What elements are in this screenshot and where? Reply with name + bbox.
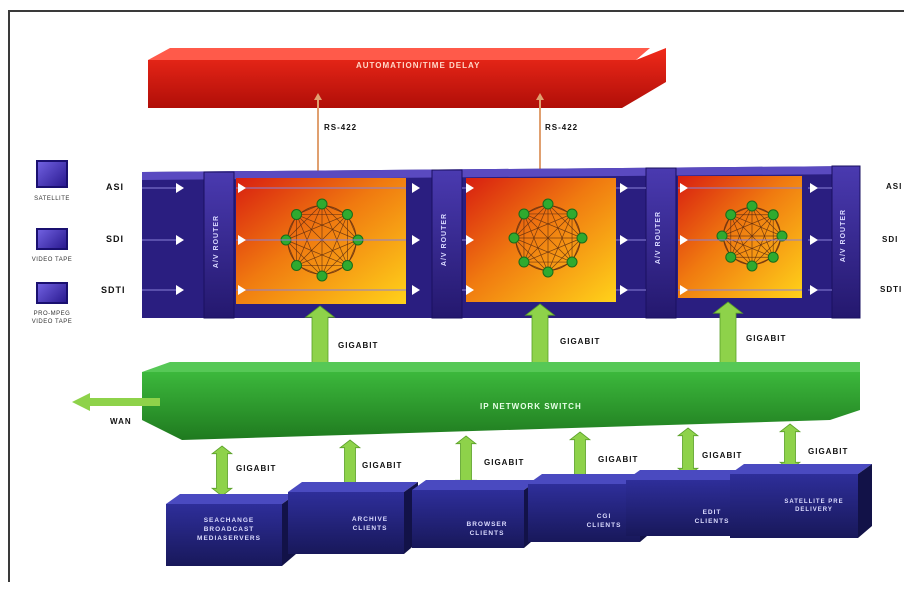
mesh-node [567, 257, 577, 267]
input-signal-asi: ASI [106, 182, 124, 192]
client-label-satellite-pre-delivery: SATELLITE PRE DELIVERY [784, 498, 844, 514]
rs422-label-2: RS-422 [545, 123, 578, 132]
gigabit-label-1: GIGABIT [338, 341, 378, 350]
signal-arrow [870, 285, 878, 295]
output-signal-sdi: SDI [882, 235, 898, 244]
gigabit-label-4: GIGABIT [236, 464, 276, 473]
input-signal-sdti: SDTI [101, 285, 126, 295]
client-label-cgi: CGI CLIENTS [582, 512, 626, 530]
client-blocks [166, 464, 872, 566]
mesh-network-3 [717, 201, 787, 271]
router-label-4: A/V ROUTER [840, 209, 847, 262]
gigabit-label-6: GIGABIT [484, 458, 524, 467]
rs422-label-1: RS-422 [324, 123, 357, 132]
source-caption-video-tape: VIDEO TAPE [28, 256, 76, 264]
gigabit-label-8: GIGABIT [702, 451, 742, 460]
gigabit-label-5: GIGABIT [362, 461, 402, 470]
router-label-2: A/V ROUTER [441, 213, 448, 266]
gigabit-arrow [212, 446, 232, 496]
source-caption-satellite: SATELLITE [28, 195, 76, 203]
satellite-icon [36, 160, 68, 188]
input-signal-sdi: SDI [106, 234, 124, 244]
client-label-browser: BROWSER CLIENTS [458, 520, 516, 538]
automation-label: AUTOMATION/TIME DELAY [356, 61, 480, 70]
router-label-3: A/V ROUTER [655, 211, 662, 264]
gigabit-arrow [678, 428, 698, 476]
wan-label: WAN [110, 417, 132, 426]
mesh-node [747, 201, 757, 211]
source-caption-pro-mpeg: PRO-MPEG VIDEO TAPE [28, 310, 76, 326]
mesh-node [768, 210, 778, 220]
automation-block [148, 48, 666, 108]
mesh-node [342, 260, 352, 270]
mesh-node [342, 210, 352, 220]
mesh-node [577, 233, 587, 243]
mesh-node [567, 209, 577, 219]
mesh-node [317, 199, 327, 209]
mesh-node [292, 210, 302, 220]
output-signal-asi: ASI [886, 182, 902, 191]
router-label-1: A/V ROUTER [213, 215, 220, 268]
mesh-node [726, 210, 736, 220]
mesh-node [726, 252, 736, 262]
mesh-node [317, 271, 327, 281]
mesh-node [509, 233, 519, 243]
mesh-node [519, 209, 529, 219]
client-label-seachange: SEACHANGE BROADCAST MEDIASERVERS [192, 516, 266, 543]
client-label-archive: ARCHIVE CLIENTS [344, 515, 396, 533]
signal-arrow [870, 235, 878, 245]
gigabit-label-7: GIGABIT [598, 455, 638, 464]
gigabit-label-3: GIGABIT [746, 334, 786, 343]
video-tape-icon [36, 228, 68, 250]
output-signal-sdti: SDTI [880, 285, 902, 294]
mesh-node [543, 199, 553, 209]
switch-label: IP NETWORK SWITCH [480, 402, 582, 411]
gigabit-arrow [780, 424, 800, 470]
ip-network-switch [142, 362, 860, 440]
mesh-node [768, 252, 778, 262]
mesh-node [292, 260, 302, 270]
client-label-edit: EDIT CLIENTS [690, 508, 734, 526]
signal-arrow [870, 183, 878, 193]
pro-mpeg-tape-icon [36, 282, 68, 304]
gigabit-label-9: GIGABIT [808, 447, 848, 456]
mesh-node [543, 267, 553, 277]
client-block-5 [626, 470, 744, 536]
mesh-node [519, 257, 529, 267]
gigabit-label-2: GIGABIT [560, 337, 600, 346]
mesh-node [747, 261, 757, 271]
mesh-network-2 [509, 199, 587, 277]
